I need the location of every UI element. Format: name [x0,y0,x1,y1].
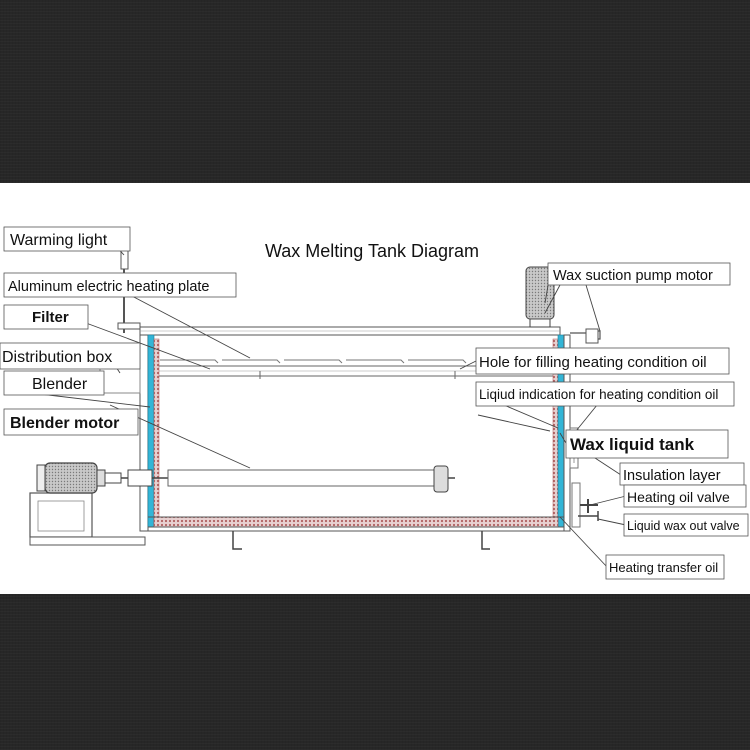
blender-shaft [121,465,455,493]
label-hole-filling-oil-text: Hole for filling heating condition oil [479,354,707,371]
label-liquid-indication: Liqiud indication for heating condition … [475,381,735,407]
label-wax-suction-pump-motor-text: Wax suction pump motor [553,268,713,284]
label-wax-suction-pump-motor: Wax suction pump motor [547,262,731,286]
label-wax-liquid-tank-text: Wax liquid tank [570,435,695,454]
label-aluminum-heating-plate: Aluminum electric heating plate [3,272,237,298]
diagram-title: Wax Melting Tank Diagram [265,241,479,261]
label-warming-light-text: Warming light [10,232,108,249]
label-filter: Filter [3,304,89,330]
label-blender-text: Blender [32,376,88,393]
blender-motor [29,462,146,546]
label-distribution-box-text: Distribution box [2,349,112,366]
label-heating-oil-valve-text: Heating oil valve [627,489,730,505]
wax-suction-pump [525,266,601,344]
wax-tank-diagram: Wax Melting Tank Diagram Warming light A… [0,226,749,580]
label-blender-motor-text: Blender motor [10,415,119,432]
diagram-panel: Wax Melting Tank Diagram Warming light A… [0,183,750,594]
label-aluminum-heating-plate-text: Aluminum electric heating plate [8,279,210,295]
label-blender: Blender [3,370,105,396]
label-liquid-wax-out-valve: Liquid wax out valve [623,513,749,537]
label-distribution-box: Distribution box [0,342,141,370]
heating-plate-segments [160,359,467,364]
label-filter-text: Filter [32,309,69,326]
label-hole-filling-oil: Hole for filling heating condition oil [475,347,730,375]
label-liquid-indication-text: Liqiud indication for heating condition … [479,387,718,402]
label-warming-light: Warming light [3,226,131,252]
label-liquid-wax-out-valve-text: Liquid wax out valve [627,519,740,533]
label-wax-liquid-tank: Wax liquid tank [565,429,729,459]
label-heating-transfer-oil: Heating transfer oil [605,554,725,580]
label-insulation-layer: Insulation layer [619,462,745,486]
label-heating-transfer-oil-text: Heating transfer oil [609,560,718,575]
label-insulation-layer-text: Insulation layer [623,468,721,484]
left-insulation-layer [147,334,155,532]
label-blender-motor: Blender motor [3,408,139,436]
bottom-oil-layer [153,516,559,528]
label-heating-oil-valve: Heating oil valve [623,484,747,508]
